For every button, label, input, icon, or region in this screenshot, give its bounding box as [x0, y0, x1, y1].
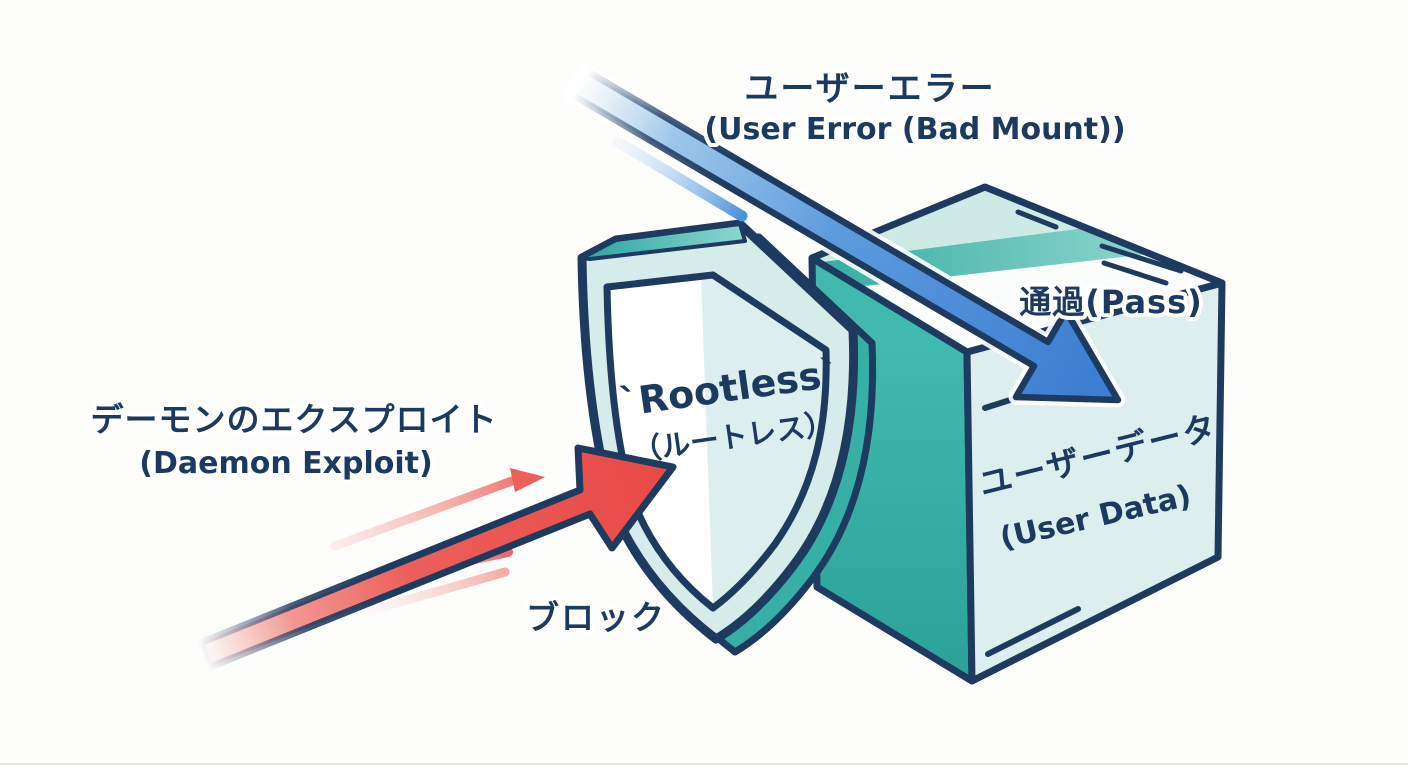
bottom-edge-line: [0, 763, 1408, 765]
daemon-exploit-label-en: (Daemon Exploit): [139, 446, 432, 481]
labels: ユーザーエラー (User Error (Bad Mount)) 通過(Pass…: [86, 65, 1221, 641]
daemon-exploit-arrow: [196, 444, 677, 671]
shield-face-right: [701, 275, 827, 608]
daemon-exploit-arrow-icon: [196, 444, 677, 671]
shield-top-bevel: [580, 222, 747, 261]
user-error-arrow: [567, 66, 1122, 404]
user-error-arrow-icon: [563, 62, 1126, 408]
block-result-label: ブロック: [526, 598, 666, 637]
user-error-label-jp: ユーザーエラー: [744, 69, 995, 109]
shield-icon: `Rootless` （ルートレス）: [577, 219, 877, 656]
blue-speed-line: [612, 136, 748, 222]
shield-inner-outline: [603, 271, 830, 612]
pass-result-label: 通過(Pass): [1019, 283, 1203, 321]
red-speed-line-1: [330, 476, 517, 551]
red-speed-line-3: [350, 567, 510, 620]
daemon-exploit-label-jp: デーモンのエクスプロイト: [90, 400, 497, 439]
user-error-label-en: (User Error (Bad Mount)): [704, 112, 1125, 147]
red-speed-arrowhead: [510, 468, 545, 492]
box-top-outline: [808, 183, 1226, 356]
